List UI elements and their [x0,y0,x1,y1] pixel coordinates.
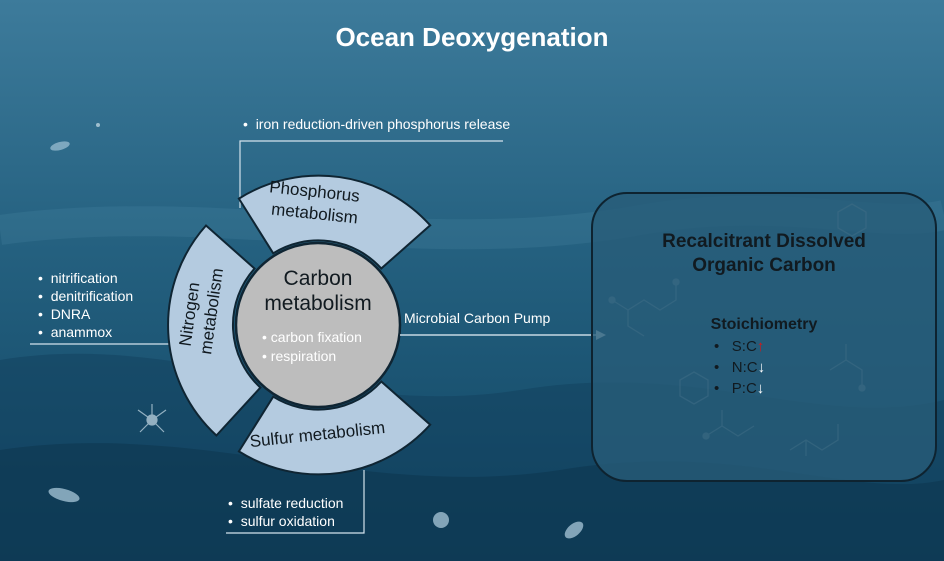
nitrogen-note-3: DNRA [38,305,133,323]
carbon-bullet-1: • carbon fixation [262,329,362,345]
nitrogen-notes: nitrification denitrification DNRA anamm… [38,269,134,341]
arrow-down-icon: ↓ [756,380,765,397]
carbon-title-line1: Carbon [284,267,353,290]
carbon-metabolism-circle [234,241,402,409]
carbon-bullet-2: • respiration [262,348,336,364]
ratio-item-sc: S:C↑ [714,336,765,357]
sulfur-notes: sulfate reduction sulfur oxidation [228,494,344,530]
stoichiometry-title: Stoichiometry [710,316,818,333]
rdoc-title: Recalcitrant Dissolved Organic Carbon [593,230,935,278]
stoichiometry-list: S:C↑ N:C↓ P:C↓ [714,336,765,399]
nitrogen-note-2: denitrification [38,287,134,305]
rdoc-title-line2: Organic Carbon [692,255,836,276]
phosphorus-notes: iron reduction-driven phosphorus release [243,115,510,133]
sulfur-segment [237,380,432,476]
arrow-down-icon: ↓ [757,359,766,376]
plankton-icon [137,404,167,433]
nitrogen-note-4: anammox [38,323,133,341]
nitrogen-segment [167,224,262,437]
particle-2 [48,487,80,503]
rdoc-title-line1: Recalcitrant Dissolved [662,231,866,252]
particle-3 [433,512,449,528]
ratio-item-pc: P:C↓ [714,378,765,399]
arrow-up-icon: ↑ [756,338,765,355]
phosphorus-segment [237,174,432,270]
sulfur-connector [226,470,365,534]
particle-1 [50,141,70,151]
sulfur-note-2: sulfur oxidation [228,512,343,530]
nitrogen-note-1: nitrification [38,269,133,287]
rdoc-box: Recalcitrant Dissolved Organic Carbon St… [591,192,937,482]
particle-5 [96,123,100,127]
particle-4 [564,521,584,539]
sulfur-note-1: sulfate reduction [228,494,344,512]
phosphorus-note-1: iron reduction-driven phosphorus release [243,115,510,133]
carbon-title-line2: metabolism [264,292,371,315]
page-title: Ocean Deoxygenation [335,22,609,52]
phosphorus-connector [239,140,503,208]
microbial-carbon-pump-label: Microbial Carbon Pump [404,310,551,326]
ratio-item-nc: N:C↓ [714,357,765,378]
